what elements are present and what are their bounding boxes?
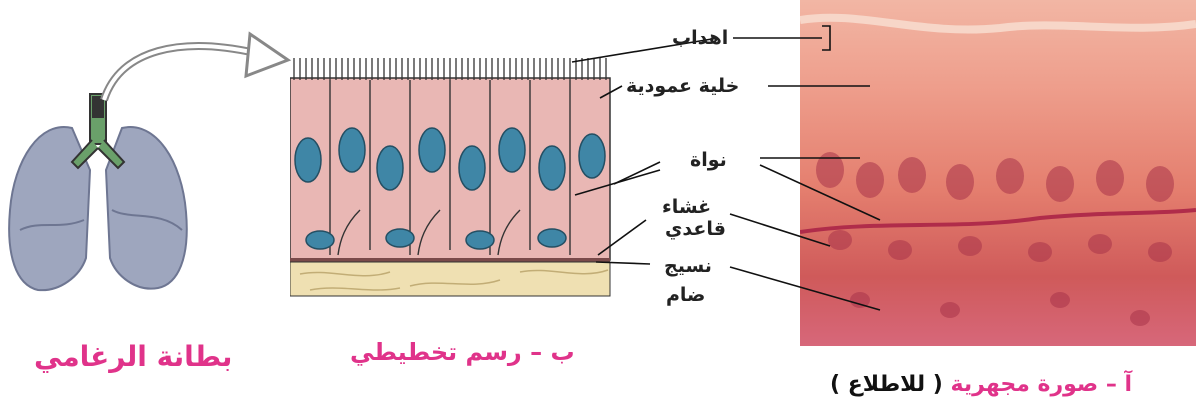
basement-membrane-label-2: قاعدي [665, 218, 726, 240]
diagram-caption: ب – رسم تخطيطي [350, 338, 575, 366]
cilia-label: اهداب [672, 27, 728, 49]
columnar-cell-label: خلية عمودية [626, 75, 739, 97]
connective-tissue-label-2: ضام [666, 284, 705, 306]
micrograph-caption-main: آ – صورة مجهرية [951, 372, 1133, 397]
nucleus-label: نواة [690, 149, 727, 171]
micrograph-caption: آ – صورة مجهرية ( للاطلاع ) [830, 372, 1132, 397]
connective-tissue-label-1: نسيج [664, 255, 712, 277]
basement-membrane-label-1: غشاء [662, 196, 711, 218]
micrograph-caption-note: ( للاطلاع ) [830, 372, 943, 397]
